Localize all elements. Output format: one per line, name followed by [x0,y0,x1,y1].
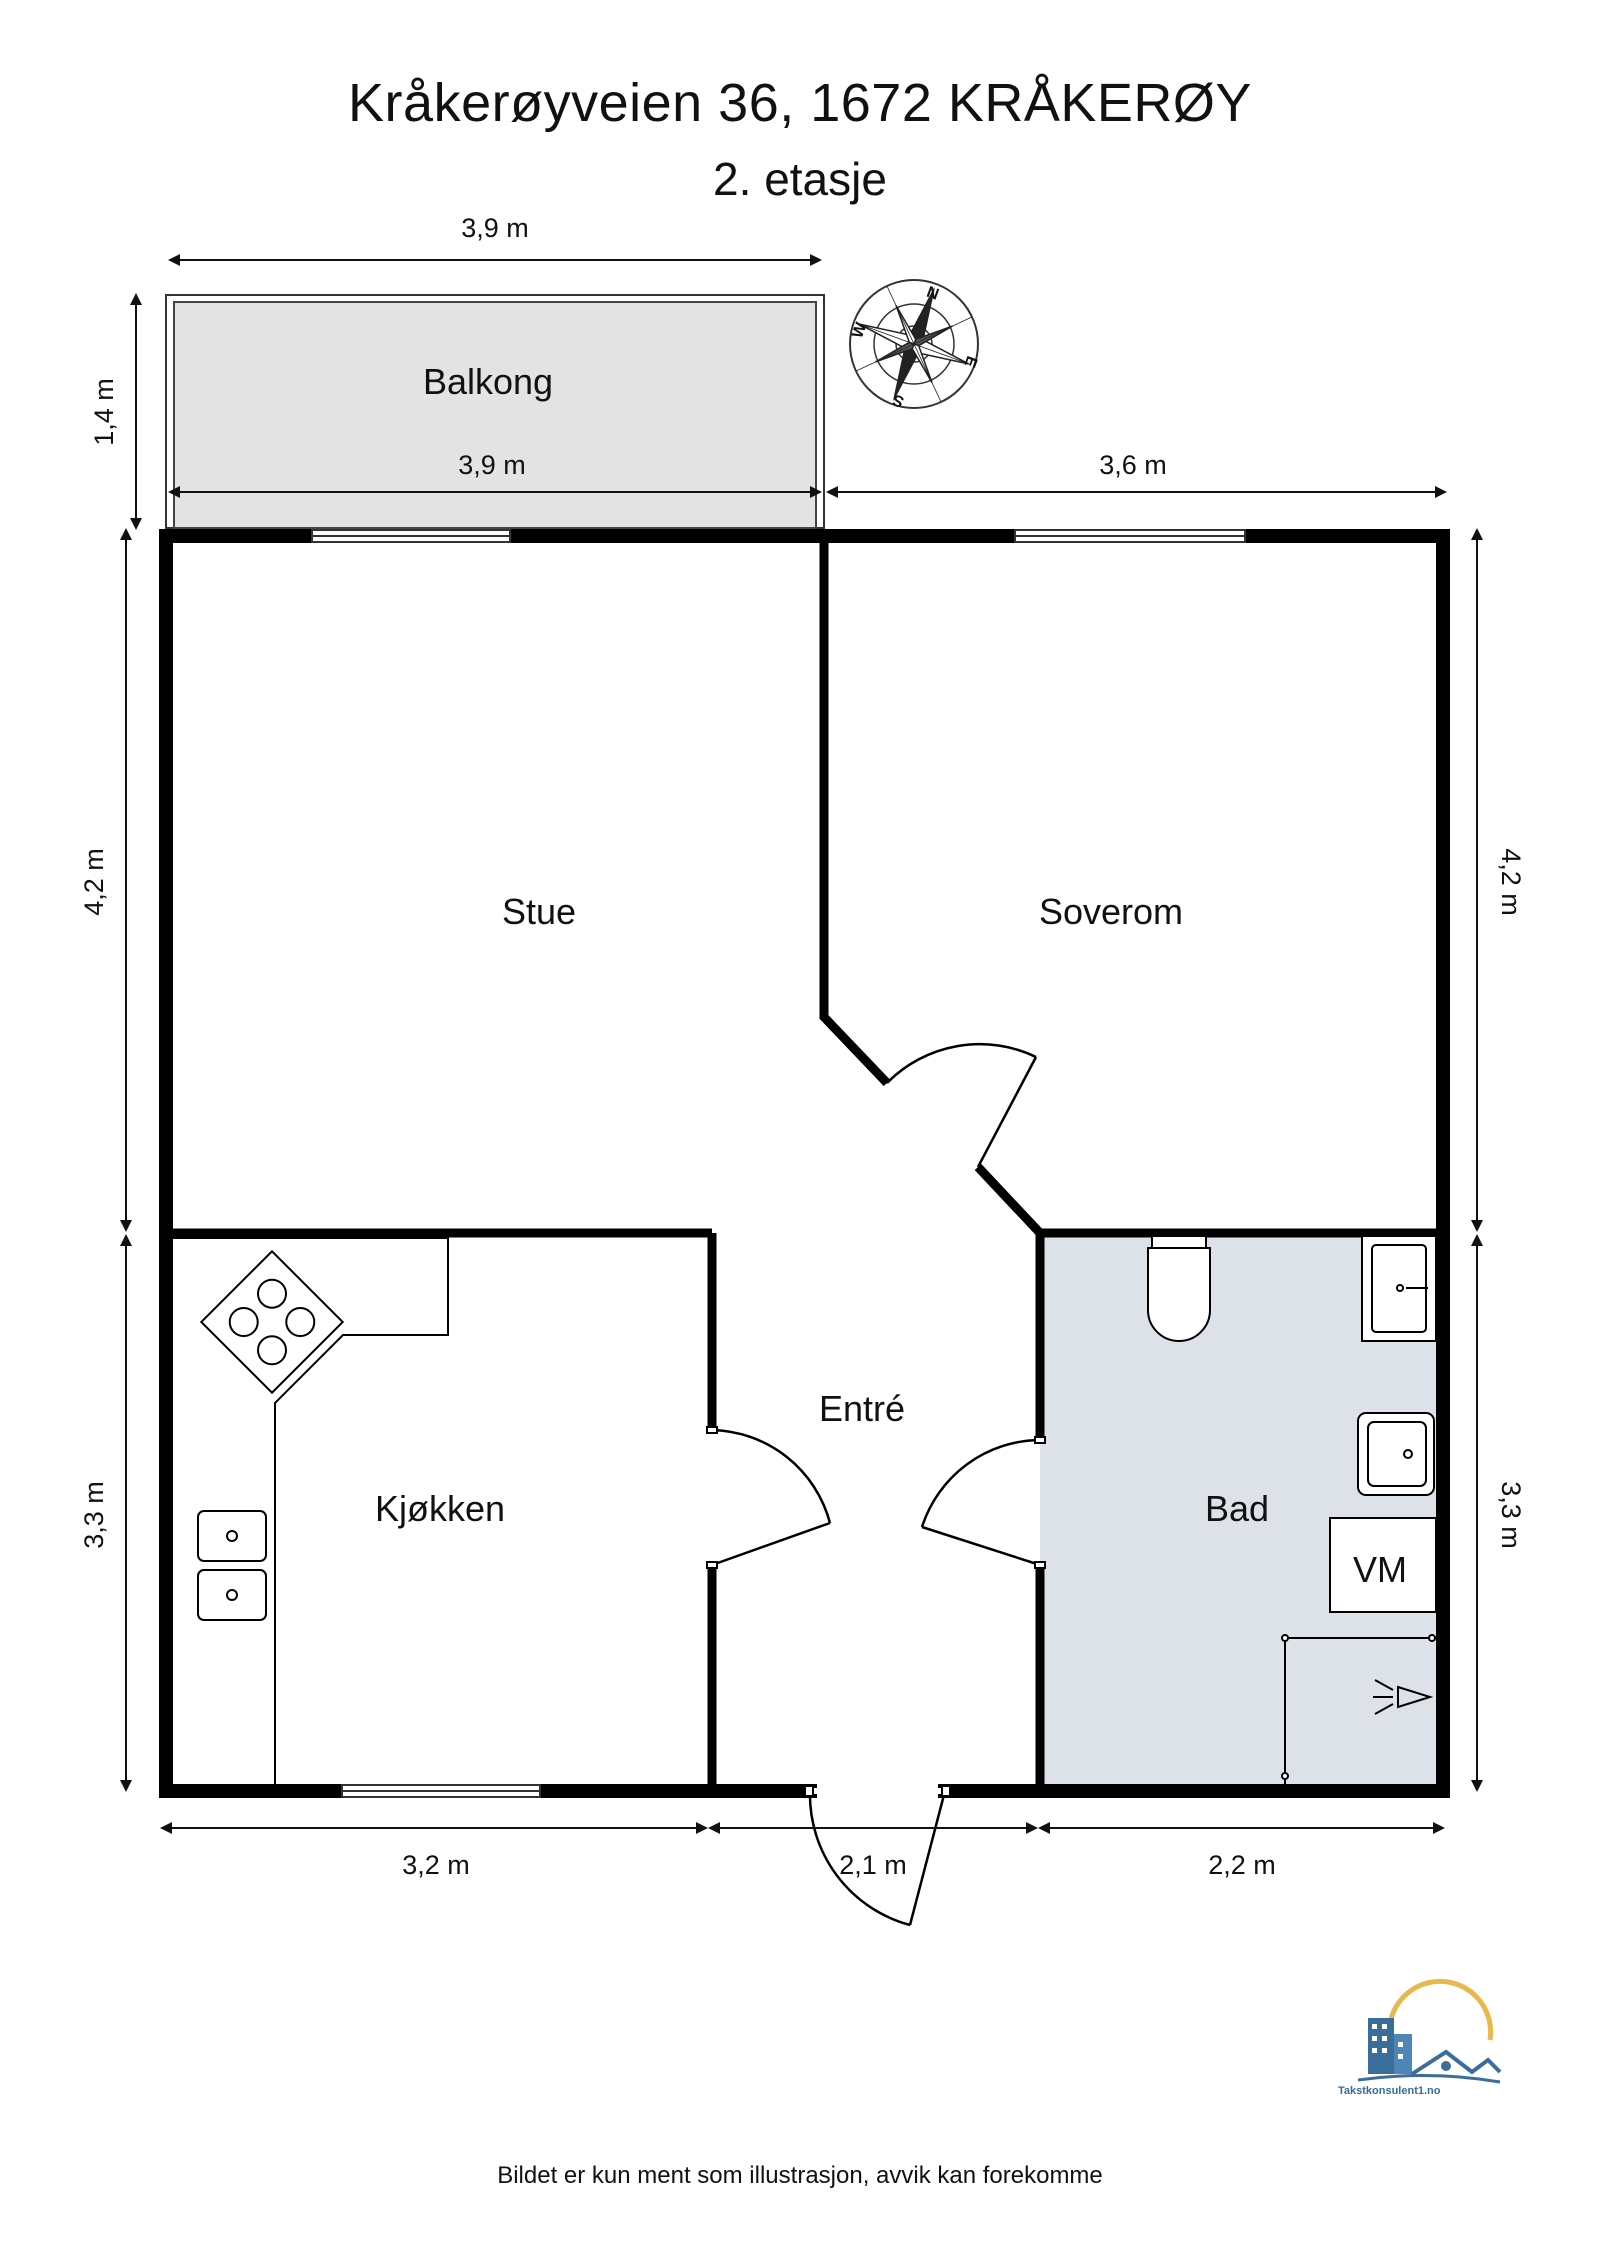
company-logo [1357,1978,1502,2084]
dim-bottom-right: 2,2 m [1208,1850,1276,1880]
balcony-area [165,294,825,529]
room-label-bedroom: Soverom [1039,891,1183,932]
dim-balcony-bottom: 3,9 m [458,450,526,480]
dim-left-lower: 3,3 m [79,1481,109,1549]
kitchen-sink [197,1510,267,1621]
room-label-balcony: Balkong [423,361,553,402]
windows [311,529,1246,1798]
floor-subtitle: 2. etasje [713,153,887,205]
bath-fixtures [1147,1235,1437,1791]
room-label-living: Stue [502,891,576,932]
outer-walls [159,529,1450,1798]
dim-bottom-mid: 2,1 m [839,1850,907,1880]
room-label-bath: Bad [1205,1488,1269,1529]
dim-right-upper: 4,2 m [1496,848,1526,916]
door-jambs [706,1426,1046,1797]
toilet [1147,1235,1211,1342]
dim-bedroom-top: 3,6 m [1099,450,1167,480]
bath-sink-upper [1361,1235,1437,1342]
kitchen-counter [170,1237,449,1787]
interior-walls [166,536,1443,1791]
logo-text: Takstkonsulent1.no [1338,2085,1441,2097]
compass-n: N [924,284,941,304]
washing-machine [1329,1517,1437,1613]
shower [1281,1634,1436,1791]
compass-rose-icon: N E S W [849,279,980,410]
disclaimer-text: Bildet er kun ment som illustrasjon, avv… [497,2162,1103,2189]
stove [199,1249,345,1395]
dim-balcony-depth: 1,4 m [89,378,119,446]
bath-sink-lower [1357,1412,1435,1496]
washer-label: VM [1353,1549,1407,1590]
room-label-hall: Entré [819,1388,905,1429]
doors [711,1042,1041,1927]
dim-left-upper: 4,2 m [79,848,109,916]
dim-right-lower: 3,3 m [1496,1481,1526,1549]
dim-bottom-left: 3,2 m [402,1850,470,1880]
page-title: Kråkerøyveien 36, 1672 KRÅKERØY [348,73,1252,133]
compass-w: W [849,320,870,341]
dim-balcony-top: 3,9 m [461,213,529,243]
dimension-lines [120,254,1483,1834]
room-label-kitchen: Kjøkken [375,1488,505,1529]
